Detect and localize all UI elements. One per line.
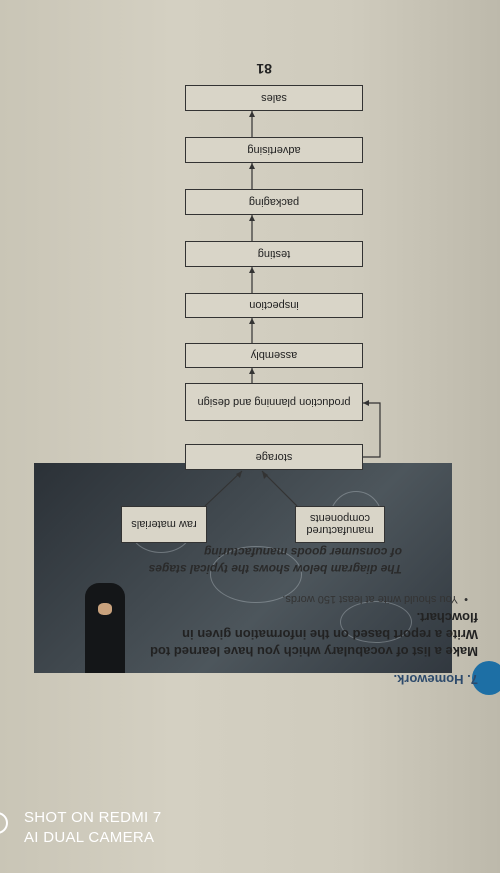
watermark-line: SHOT ON REDMI 7 — [24, 809, 162, 826]
arrow-storage-to-planning — [363, 402, 381, 458]
flow-box-testing: testing — [185, 241, 363, 267]
flow-box-assembly: assembly — [185, 343, 363, 368]
arrow-raw-to-storage — [204, 470, 243, 507]
arrowhead — [249, 267, 255, 273]
flow-box-manufactured-components: manufactured components — [295, 506, 385, 543]
arrow-manufactured-to-storage — [261, 470, 298, 507]
flow-box-storage: storage — [185, 444, 363, 470]
arrowhead — [249, 318, 255, 324]
flow-box-raw-materials: raw materials — [121, 506, 207, 543]
arrowhead — [262, 471, 268, 479]
arrowhead — [249, 163, 255, 169]
flow-box-sales: sales — [185, 85, 363, 111]
flow-box-advertising: advertising — [185, 137, 363, 163]
flow-box-production-planning: production planning and design — [185, 383, 363, 421]
arrowhead — [249, 215, 255, 221]
flow-box-packaging: packaging — [185, 189, 363, 215]
flow-box-inspection: inspection — [185, 293, 363, 318]
watermark-line: AI DUAL CAMERA — [24, 829, 155, 846]
arrowhead — [249, 368, 255, 374]
page-number: 81 — [256, 61, 272, 77]
camera-watermark: SHOT ON REDMI 7 AI DUAL CAMERA — [24, 808, 162, 848]
arrowhead — [363, 400, 369, 406]
arrowhead — [249, 111, 255, 117]
arrowhead — [236, 471, 242, 478]
